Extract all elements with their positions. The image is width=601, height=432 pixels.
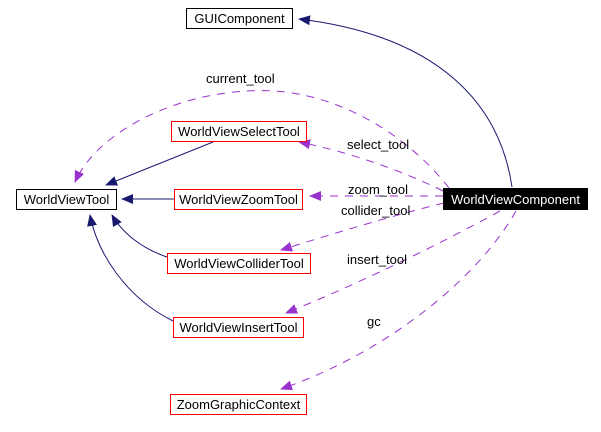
edge-worldviewinserttool-to-worldviewtool xyxy=(87,214,174,322)
edge-label-insert-tool: insert_tool xyxy=(347,252,407,267)
node-zoomgraphiccontext[interactable]: ZoomGraphicContext xyxy=(170,394,307,415)
edge-worldviewselecttool-to-worldviewtool xyxy=(105,141,214,186)
edge-gc xyxy=(280,210,517,391)
node-worldviewtool[interactable]: WorldViewTool xyxy=(16,189,117,210)
edge-current-tool xyxy=(74,90,450,189)
node-guicomponent[interactable]: GUIComponent xyxy=(186,8,293,29)
edge-worldviewcomponent-to-guicomponent xyxy=(298,15,513,188)
node-worldviewcollidertool[interactable]: WorldViewColliderTool xyxy=(167,253,311,274)
edge-label-zoom-tool: zoom_tool xyxy=(348,182,408,197)
node-worldviewinserttool[interactable]: WorldViewInsertTool xyxy=(173,317,304,338)
edge-label-current-tool: current_tool xyxy=(206,71,275,86)
edge-label-select-tool: select_tool xyxy=(347,137,410,152)
edge-worldviewcollidertool-to-worldviewtool xyxy=(111,214,168,258)
edge-collider-tool xyxy=(280,202,445,252)
edge-select-tool xyxy=(298,139,444,192)
edge-label-collider-tool: collider_tool xyxy=(341,203,411,218)
node-worldviewzoomtool[interactable]: WorldViewZoomTool xyxy=(174,189,303,210)
node-worldviewcomponent: WorldViewComponent xyxy=(443,188,588,210)
edge-label-gc: gc xyxy=(367,314,381,329)
node-worldviewselecttool[interactable]: WorldViewSelectTool xyxy=(171,121,307,142)
